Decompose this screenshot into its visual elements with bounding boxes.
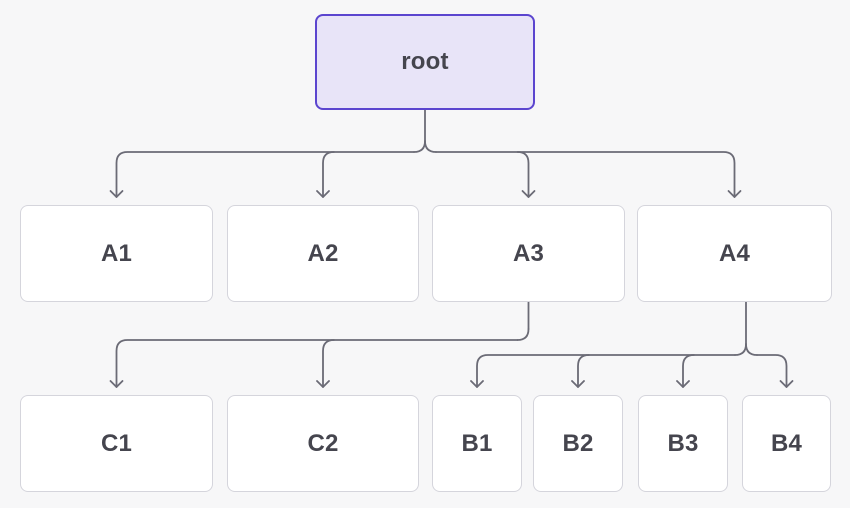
tree-node-C1[interactable]: C1 xyxy=(20,395,213,492)
edge-connector xyxy=(727,190,742,198)
node-label-root: root xyxy=(401,48,449,75)
edge-connector xyxy=(322,151,335,198)
edge-connector xyxy=(316,380,330,388)
node-label-B3: B3 xyxy=(667,429,699,457)
edge-connector xyxy=(516,151,530,198)
edge-connector xyxy=(316,190,330,198)
tree-node-B4[interactable]: B4 xyxy=(742,395,831,492)
edge-connector xyxy=(682,354,695,388)
edge-connector xyxy=(115,151,415,198)
tree-node-A3[interactable]: A3 xyxy=(432,205,625,302)
edge-connector xyxy=(745,343,758,356)
node-label-B4: B4 xyxy=(770,429,803,457)
edge-connector xyxy=(571,380,585,388)
tree-node-A4[interactable]: A4 xyxy=(637,205,832,302)
tree-node-C2[interactable]: C2 xyxy=(227,395,419,492)
edge-connector xyxy=(756,354,788,388)
node-label-A3: A3 xyxy=(512,239,545,267)
node-label-C1: C1 xyxy=(100,429,133,457)
tree-node-A2[interactable]: A2 xyxy=(227,205,419,302)
edge-connector xyxy=(516,328,530,341)
edge-connector xyxy=(424,140,437,153)
node-label-A4: A4 xyxy=(718,239,751,267)
edge-connector xyxy=(734,343,747,356)
edge-connector xyxy=(109,190,124,198)
edge-connector xyxy=(779,380,794,388)
edge-connector xyxy=(577,354,590,388)
edge-connector xyxy=(413,140,426,153)
edge-connector xyxy=(521,190,536,198)
edge-connector xyxy=(470,380,484,388)
tree-node-B1[interactable]: B1 xyxy=(432,395,522,492)
edge-connector xyxy=(109,380,124,388)
node-label-A1: A1 xyxy=(100,239,133,267)
tree-node-B3[interactable]: B3 xyxy=(638,395,728,492)
node-label-A2: A2 xyxy=(307,239,339,267)
node-label-C2: C2 xyxy=(307,429,339,457)
node-label-B1: B1 xyxy=(461,429,493,457)
edge-connector xyxy=(676,380,690,388)
tree-node-B2[interactable]: B2 xyxy=(533,395,623,492)
edge-connector xyxy=(435,151,736,198)
edge-connector xyxy=(115,339,519,388)
edge-connector xyxy=(322,339,335,388)
edge-connector xyxy=(476,354,736,388)
tree-node-root[interactable]: root xyxy=(315,14,535,110)
node-label-B2: B2 xyxy=(562,429,594,457)
tree-node-A1[interactable]: A1 xyxy=(20,205,213,302)
